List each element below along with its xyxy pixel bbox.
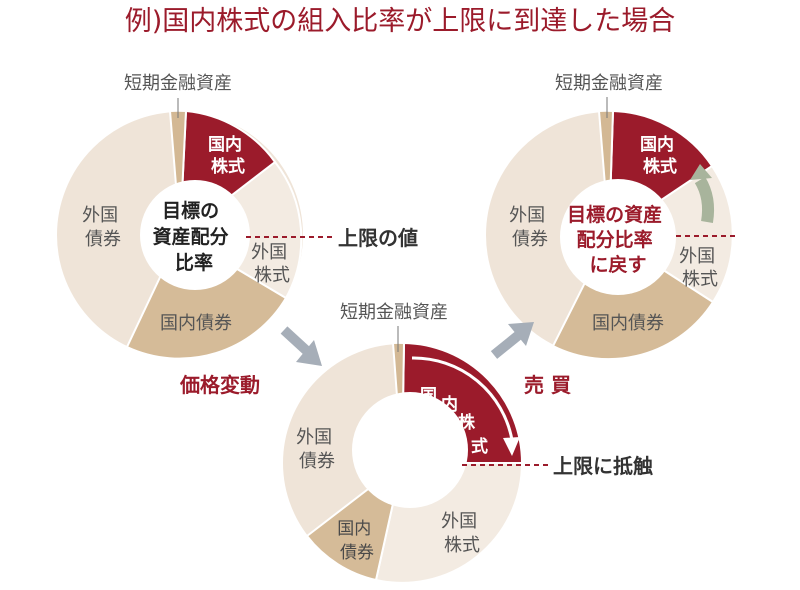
pie-left-domestic-bond-label: 国内債券 xyxy=(160,313,232,334)
pie-right-domestic-stock-label-2: 株式 xyxy=(643,156,677,177)
pie-bottom-domestic-stock-char-1: 国 xyxy=(420,386,437,406)
pie-left-center-label-1: 目標の xyxy=(162,199,219,222)
pie-left-domestic-stock-label-2: 株式 xyxy=(211,156,245,177)
svg-text:外国 株式: 外国 株式 xyxy=(679,246,721,290)
pie-left: 短期金融資産 国内 株式 外国 株式 国内債券 外国 債券 目標の 資産配分 比… xyxy=(55,73,305,360)
pie-right-short-term-label: 短期金融資産 xyxy=(555,73,663,94)
price-change-label: 価格変動 xyxy=(179,373,260,397)
pie-bottom-foreign-stock-label-1: 外国 xyxy=(441,511,477,532)
page-title: 例)国内株式の組入比率が上限に到達した場合 xyxy=(125,6,676,37)
pie-right-domestic-stock-label-1: 国内 xyxy=(640,134,674,155)
pie-bottom-domestic-stock-char-4: 式 xyxy=(471,436,488,457)
pie-right-domestic-bond-slice xyxy=(551,233,715,361)
svg-text:国内 株式: 国内 株式 xyxy=(208,134,248,177)
svg-text:外国 株式: 外国 株式 xyxy=(251,242,293,286)
pie-right-center-label-3: に戻す xyxy=(589,253,646,276)
pie-right-foreign-bond-label-1: 外国 xyxy=(509,205,545,226)
pie-bottom-domestic-stock-char-3: 株 xyxy=(458,412,476,433)
pie-bottom-short-term-label: 短期金融資産 xyxy=(340,302,448,323)
pie-right-domestic-bond-label: 国内債券 xyxy=(592,313,664,334)
pie-bottom: 短期金融資産 国 内 株 式 外国 株式 国内 債券 外国 債券 xyxy=(281,302,524,584)
growth-arrow-icon xyxy=(411,356,514,441)
pie-left-center-label-2: 資産配分 xyxy=(153,225,229,248)
growth-arrow-head-icon xyxy=(503,437,520,456)
pie-left-short-term-label: 短期金融資産 xyxy=(124,73,232,94)
price-change-arrow-icon xyxy=(280,326,322,366)
pie-left-foreign-stock-label-2: 株式 xyxy=(254,265,290,286)
return-arrow-icon xyxy=(694,176,715,223)
svg-text:目標の 資産配分 比率: 目標の 資産配分 比率 xyxy=(153,199,236,274)
pie-bottom-foreign-bond-label-2: 債券 xyxy=(299,451,335,472)
pie-bottom-domestic-stock-char-2: 内 xyxy=(441,394,458,415)
pie-bottom-domestic-bond-label-1: 国内 xyxy=(337,519,371,539)
pie-bottom-foreign-stock-label-2: 株式 xyxy=(444,535,480,556)
svg-text:国内 債券: 国内 債券 xyxy=(337,519,376,563)
svg-text:目標の資産 配分比率 に戻す: 目標の資産 配分比率 に戻す xyxy=(567,203,669,276)
trade-arrow-icon xyxy=(490,322,534,359)
pie-right: 短期金融資産 国内 株式 外国 株式 国内債券 外国 債券 目標の資産 配分比率… xyxy=(484,73,736,361)
svg-text:外国 株式: 外国 株式 xyxy=(441,511,483,556)
pie-left-center-label-3: 比率 xyxy=(175,251,213,274)
pie-right-center-label-2: 配分比率 xyxy=(577,228,653,251)
svg-text:外国 債券: 外国 債券 xyxy=(82,205,124,250)
pie-bottom-domestic-bond-label-2: 債券 xyxy=(340,543,374,563)
pie-bottom-foreign-bond-label-1: 外国 xyxy=(296,427,332,448)
pie-left-foreign-bond-label-1: 外国 xyxy=(82,205,118,226)
svg-text:外国 債券: 外国 債券 xyxy=(509,205,551,250)
pie-right-foreign-bond-label-2: 債券 xyxy=(512,229,548,250)
return-arrow-head-icon xyxy=(690,164,712,180)
touch-limit-label: 上限に抵触 xyxy=(553,454,653,478)
pie-right-foreign-stock-label-1: 外国 xyxy=(679,246,715,267)
pie-left-domestic-stock-label-1: 国内 xyxy=(208,134,242,155)
trade-label: 売 買 xyxy=(524,373,571,397)
pie-right-foreign-stock-label-2: 株式 xyxy=(682,269,718,290)
pie-right-center xyxy=(560,179,676,295)
pie-left-foreign-stock-label-1: 外国 xyxy=(251,242,287,263)
svg-text:外国 債券: 外国 債券 xyxy=(296,427,338,472)
upper-limit-label: 上限の値 xyxy=(338,226,418,250)
pie-bottom-center xyxy=(352,392,468,508)
svg-text:国内 株式: 国内 株式 xyxy=(640,134,680,177)
pie-left-center xyxy=(140,180,250,290)
pie-right-center-label-1: 目標の資産 xyxy=(567,203,662,226)
pie-left-foreign-bond-label-2: 債券 xyxy=(85,229,121,250)
